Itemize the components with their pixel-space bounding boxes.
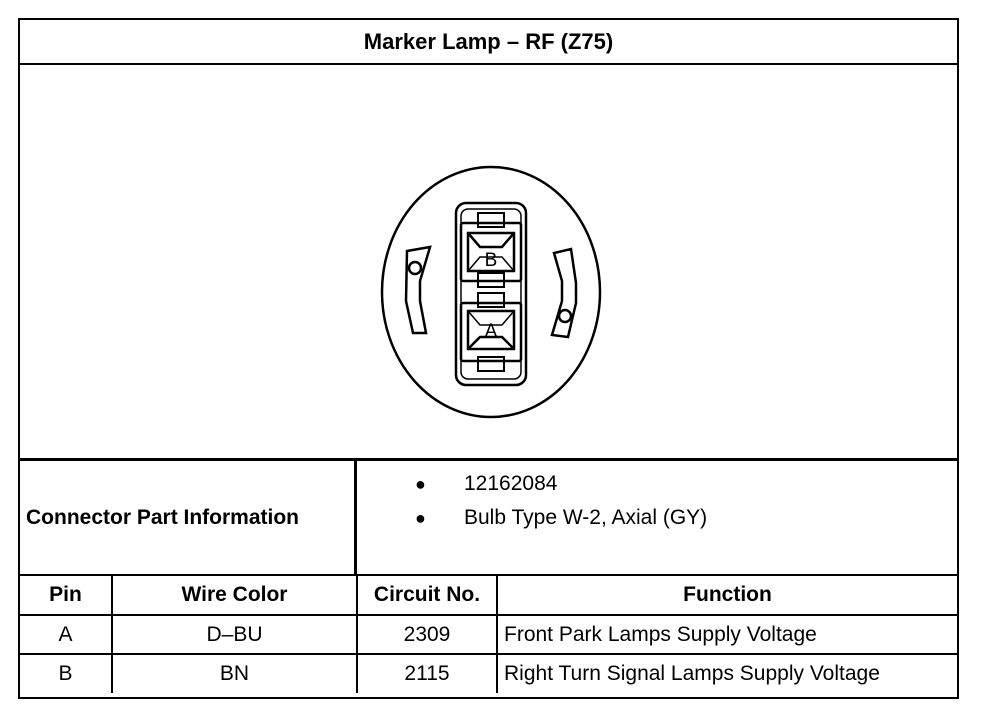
pinout-table: Pin Wire Color Circuit No. Function A D–…: [20, 576, 957, 693]
connector-diagram: B A: [20, 65, 957, 458]
table-header-row: Pin Wire Color Circuit No. Function: [20, 576, 957, 616]
pin-cell: B: [20, 653, 113, 693]
part-info-label: Connector Part Information: [20, 461, 357, 574]
table-row: B BN 2115 Right Turn Signal Lamps Supply…: [20, 653, 957, 693]
right-latch: [550, 247, 578, 339]
connector-face-drawing: B A: [380, 165, 602, 419]
bullet-icon: ●: [415, 508, 426, 528]
pin-cell: A: [20, 614, 113, 655]
function-cell: Right Turn Signal Lamps Supply Voltage: [496, 653, 957, 693]
function-cell: Front Park Lamps Supply Voltage: [496, 614, 957, 655]
part-number: 12162084: [464, 472, 558, 495]
header-wire-color: Wire Color: [111, 576, 358, 616]
circuit-cell: 2115: [356, 653, 498, 693]
bulb-type: Bulb Type W-2, Axial (GY): [464, 506, 708, 529]
wire-color-cell: BN: [111, 653, 358, 693]
connector-outline: [380, 165, 602, 419]
cavity-label-a: A: [485, 321, 498, 342]
header-pin: Pin: [20, 576, 113, 616]
header-function: Function: [496, 576, 957, 616]
part-info-list: ● 12162084 ● Bulb Type W-2, Axial (GY): [357, 467, 707, 535]
cavity-b: [459, 212, 523, 288]
connector-body: [454, 201, 528, 387]
circuit-cell: 2309: [356, 614, 498, 655]
part-info-item: ● Bulb Type W-2, Axial (GY): [357, 501, 707, 535]
table-row: A D–BU 2309 Front Park Lamps Supply Volt…: [20, 614, 957, 655]
cavity-label-b: B: [485, 250, 498, 271]
page-title: Marker Lamp – RF (Z75): [20, 20, 957, 65]
part-info-row: Connector Part Information ● 12162084 ● …: [20, 458, 957, 576]
cavity-a: [459, 292, 523, 372]
wire-color-cell: D–BU: [111, 614, 358, 655]
connector-sheet: Marker Lamp – RF (Z75): [18, 18, 959, 699]
bullet-icon: ●: [415, 474, 426, 494]
left-latch: [404, 245, 432, 335]
header-circuit: Circuit No.: [356, 576, 498, 616]
part-info-item: ● 12162084: [357, 467, 707, 501]
